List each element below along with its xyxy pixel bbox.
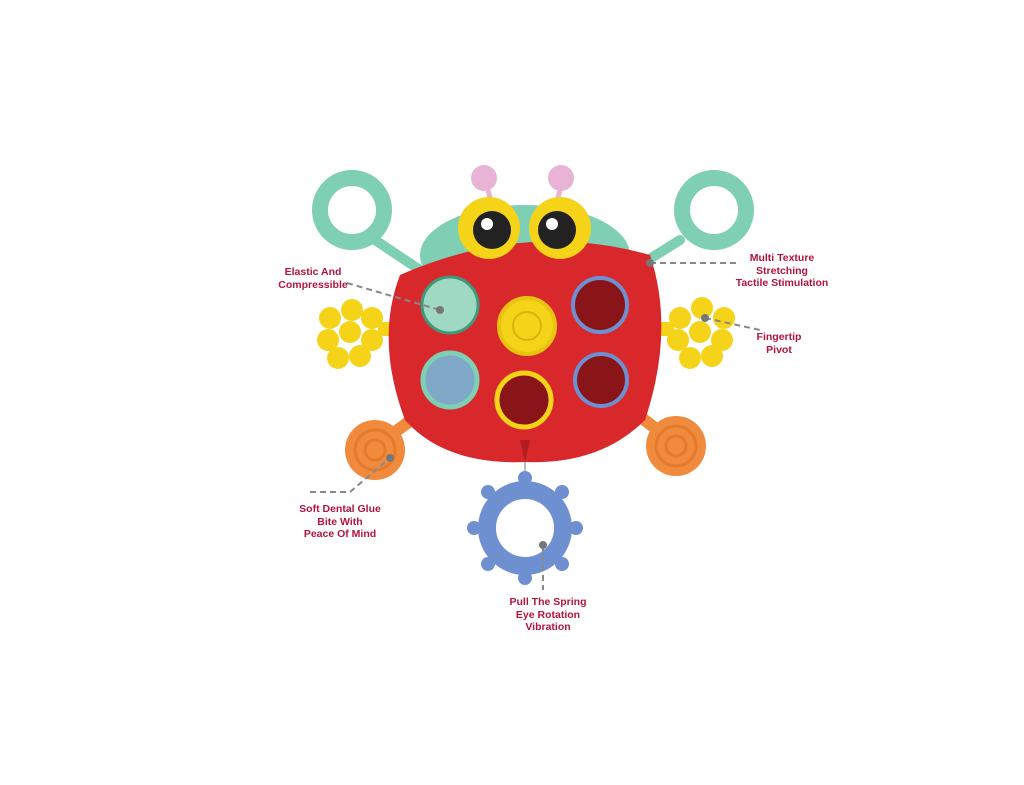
callout-fingertip: Fingertip Pivot	[757, 331, 802, 356]
callout-line: Pull The Spring	[509, 596, 587, 608]
callout-line: Eye Rotation	[515, 608, 581, 621]
callout-dental: Soft Dental Glue Bite With Peace Of Mind	[299, 503, 381, 541]
teether-ring-right	[674, 170, 754, 250]
eye-left	[458, 197, 520, 259]
callout-line: Multi Texture	[749, 252, 815, 264]
callout-line: Stretching	[756, 264, 808, 277]
callout-line: Tactile Stimulation	[735, 277, 829, 289]
callout-line: Vibration	[525, 621, 571, 633]
callout-line: Elastic And	[284, 266, 342, 278]
orange-disc-right	[646, 416, 706, 476]
callout-texture: Multi Texture Stretching Tactile Stimula…	[736, 252, 829, 290]
callout-spring: Pull The Spring Eye Rotation Vibration	[509, 596, 586, 634]
yellow-cluster-left	[317, 299, 400, 369]
blue-teether-ring	[467, 471, 583, 585]
callout-elastic: Elastic And Compressible	[278, 266, 347, 291]
callout-line: Fingertip	[756, 331, 802, 343]
callout-line: Peace Of Mind	[303, 528, 377, 540]
teether-ring-left	[312, 170, 392, 250]
callout-line: Pivot	[766, 343, 792, 356]
antenna-left	[471, 165, 497, 191]
antenna-right	[548, 165, 574, 191]
eye-right	[529, 197, 591, 259]
callout-line: Bite With	[317, 515, 363, 528]
callout-line: Compressible	[278, 278, 348, 291]
callout-line: Soft Dental Glue	[299, 503, 381, 515]
yellow-cluster-right	[652, 297, 735, 369]
